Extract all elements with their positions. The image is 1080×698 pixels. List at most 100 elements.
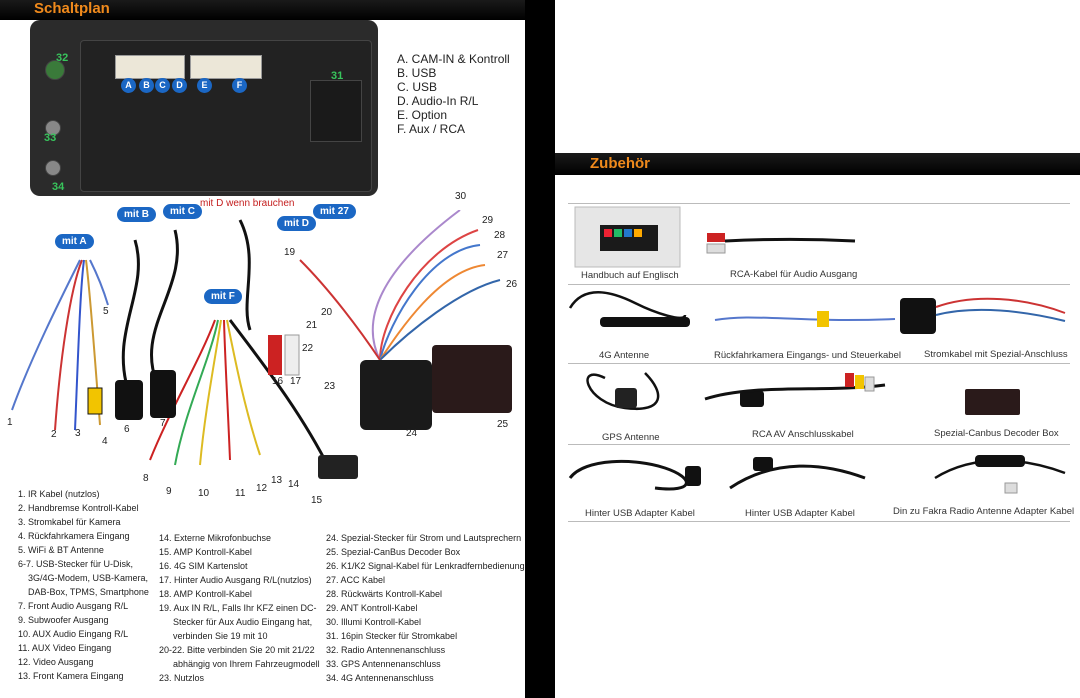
acc-label-usb-adapter-2: Hinter USB Adapter Kabel — [745, 508, 855, 519]
cable-number-21: 21 — [306, 320, 318, 331]
pill-mit-d: mit D — [277, 216, 316, 231]
callout-b: B — [139, 78, 154, 93]
note-23: 23. Nutzlos — [159, 673, 205, 683]
note-29: 29. ANT Kontroll-Kabel — [326, 603, 418, 613]
pill-mit-b: mit B — [117, 207, 156, 222]
legend-d: D. Audio-In R/L — [397, 94, 479, 108]
callout-a: A — [121, 78, 136, 93]
acc-label-manual: Handbuch auf Englisch — [581, 270, 679, 281]
connector-ef — [190, 55, 262, 79]
acc-label-rear-camera-cable: Rückfahrkamera Eingangs- und Steuerkabel — [714, 350, 901, 361]
port-number-32: 32 — [56, 52, 69, 64]
cable-number-16: 16 — [272, 376, 284, 387]
acc-label-gps-antenna: GPS Antenne — [602, 432, 660, 443]
acc-label-usb-adapter-1: Hinter USB Adapter Kabel — [585, 508, 695, 519]
cable-number-23: 23 — [324, 381, 336, 392]
legend-b: B. USB — [397, 66, 437, 80]
callout-f: F — [232, 78, 247, 93]
cable-number-9: 9 — [166, 486, 172, 497]
acc-label-4g-antenna: 4G Antenne — [599, 350, 650, 361]
note-31: 31. 16pin Stecker für Stromkabel — [326, 631, 458, 641]
note-6-7-cont2: DAB-Box, TPMS, Smartphone — [28, 587, 149, 597]
callout-d: D — [172, 78, 187, 93]
pill-mit-27: mit 27 — [313, 204, 356, 219]
note-34: 34. 4G Antennenanschluss — [326, 673, 434, 683]
callout-e: E — [197, 78, 212, 93]
cable-number-2: 2 — [51, 429, 57, 440]
note-2: 2. Handbremse Kontroll-Kabel — [18, 503, 139, 513]
port-number-33: 33 — [44, 132, 57, 144]
cable-number-14: 14 — [288, 479, 300, 490]
cable-number-24: 24 — [406, 428, 418, 439]
note-30: 30. Illumi Kontroll-Kabel — [326, 617, 422, 627]
note-25: 25. Spezial-CanBus Decoder Box — [326, 547, 461, 557]
note-33: 33. GPS Antennenanschluss — [326, 659, 441, 669]
note-16: 16. 4G SIM Kartenslot — [159, 561, 248, 571]
cable-number-29: 29 — [482, 215, 494, 226]
note-mit-d: mit D wenn brauchen — [200, 198, 295, 209]
port-number-34: 34 — [52, 181, 65, 193]
cable-number-10: 10 — [198, 488, 210, 499]
acc-label-power-cable: Stromkabel mit Spezial-Anschluss — [924, 349, 1068, 360]
gps-antenna-port — [45, 120, 61, 136]
note-5: 5. WiFi & BT Antenne — [18, 545, 104, 555]
cable-number-12: 12 — [256, 483, 268, 494]
cable-number-7: 7 — [160, 418, 166, 429]
cable-number-28: 28 — [494, 230, 506, 241]
cable-number-15: 15 — [311, 495, 323, 506]
cable-number-26: 26 — [506, 279, 518, 290]
legend-a: A. CAM-IN & Kontroll — [397, 52, 510, 66]
note-9: 9. Subwoofer Ausgang — [18, 615, 109, 625]
connector-abcd — [115, 55, 185, 79]
right-title: Zubehör — [590, 155, 650, 172]
note-14: 14. Externe Mikrofonbuchse — [159, 533, 272, 543]
note-1: 1. IR Kabel (nutzlos) — [18, 489, 100, 499]
cable-number-27: 27 — [497, 250, 509, 261]
pill-mit-f: mit F — [204, 289, 242, 304]
cable-number-4: 4 — [102, 436, 108, 447]
note-10: 10. AUX Audio Eingang R/L — [18, 629, 129, 639]
right-header-bar — [555, 153, 1080, 175]
note-26: 26. K1/K2 Signal-Kabel für Lenkradfernbe… — [326, 561, 525, 571]
note-19-cont2: verbinden Sie 19 mit 10 — [173, 631, 268, 641]
note-6-7: 6-7. USB-Stecker für U-Disk, — [18, 559, 134, 569]
left-header-bar — [0, 0, 525, 20]
note-27: 27. ACC Kabel — [326, 575, 386, 585]
cable-number-3: 3 — [75, 428, 81, 439]
note-32: 32. Radio Antennenanschluss — [326, 645, 446, 655]
cable-number-6: 6 — [124, 424, 130, 435]
note-13: 13. Front Kamera Eingang — [18, 671, 124, 681]
cable-harness-illustration — [11, 210, 512, 479]
acc-label-rca-av: RCA AV Anschlusskabel — [752, 429, 854, 440]
cable-number-11: 11 — [235, 488, 246, 499]
left-title: Schaltplan — [34, 0, 110, 17]
head-unit-back — [30, 20, 378, 196]
note-20-22: 20-22. Bitte verbinden Sie 20 mit 21/22 — [159, 645, 315, 655]
grid-rule-3 — [568, 444, 1070, 445]
callout-c: C — [155, 78, 170, 93]
grid-rule-top — [568, 203, 1070, 204]
note-19: 19. Aux IN R/L, Falls Ihr KFZ einen DC- — [159, 603, 317, 613]
connector-31-socket — [310, 80, 362, 142]
cable-number-5: 5 — [103, 306, 109, 317]
legend-e: E. Option — [397, 108, 448, 122]
note-20-22-cont: abhängig von Ihrem Fahrzeugmodell — [173, 659, 320, 669]
cable-number-13: 13 — [271, 475, 283, 486]
note-24: 24. Spezial-Stecker für Strom und Lautsp… — [326, 533, 522, 543]
grid-rule-1 — [568, 284, 1070, 285]
pill-mit-c: mit C — [163, 204, 202, 219]
grid-rule-4 — [568, 521, 1070, 522]
legend-f: F. Aux / RCA — [397, 122, 466, 136]
4g-antenna-port — [45, 160, 61, 176]
note-4: 4. Rückfahrkamera Eingang — [18, 531, 130, 541]
note-7b: 7. Front Audio Ausgang R/L — [18, 601, 129, 611]
cable-number-30: 30 — [455, 191, 467, 202]
cable-number-8: 8 — [143, 473, 149, 484]
accessories-illustrations — [568, 206, 1066, 494]
note-6-7-cont1: 3G/4G-Modem, USB-Kamera, — [28, 573, 149, 583]
note-28: 28. Rückwärts Kontroll-Kabel — [326, 589, 443, 599]
port-number-31: 31 — [331, 70, 344, 82]
radio-antenna-port — [45, 60, 65, 80]
note-12: 12. Video Ausgang — [18, 657, 94, 667]
cable-number-19: 19 — [284, 247, 296, 258]
